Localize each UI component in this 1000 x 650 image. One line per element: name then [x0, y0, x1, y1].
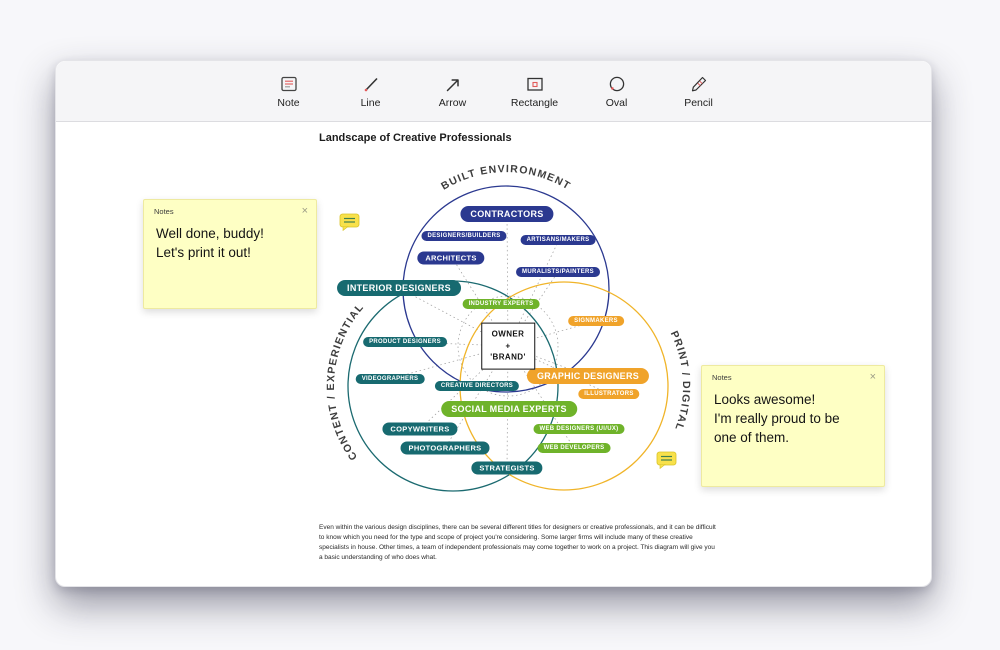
rectangle-tool-icon — [525, 74, 545, 94]
note-marker-icon[interactable] — [339, 213, 361, 236]
label-graphic-designers: GRAPHIC DESIGNERS — [526, 368, 650, 384]
app-window: Note Line Arrow — [55, 60, 932, 587]
pencil-tool-icon — [689, 74, 709, 94]
label-contractors: CONTRACTORS — [460, 206, 554, 222]
note-tool-icon — [279, 74, 299, 94]
tool-oval-button[interactable]: Oval — [589, 72, 645, 111]
tool-arrow-button[interactable]: Arrow — [425, 72, 481, 111]
label-web-developers: WEB DEVELOPERS — [537, 443, 611, 453]
sticky-note-header: Notes × — [144, 200, 316, 217]
tool-line-label: Line — [360, 96, 381, 109]
sticky-note-header: Notes × — [702, 366, 884, 383]
sticky-note-title: Notes — [712, 373, 732, 382]
tool-note-label: Note — [277, 96, 300, 109]
label-artisans-makers: ARTISANS/MAKERS — [520, 235, 596, 245]
center-line-2: + — [505, 341, 511, 351]
arc-label-built-environment: BUILT ENVIRONMENT — [439, 163, 571, 193]
label-interior-designers: INTERIOR DESIGNERS — [337, 280, 461, 296]
label-videographers: VIDEOGRAPHERS — [355, 374, 425, 384]
close-icon[interactable]: × — [301, 205, 308, 217]
note-marker-icon[interactable] — [656, 451, 678, 474]
sticky-note-title: Notes — [154, 207, 174, 216]
sticky-note-body: Well done, buddy! Let's print it out! — [156, 226, 264, 260]
label-copywriters: COPYWRITERS — [382, 422, 458, 436]
label-illustrators: ILLUSTRATORS — [578, 389, 640, 399]
tool-pencil-button[interactable]: Pencil — [671, 72, 727, 111]
label-product-designers: PRODUCT DESIGNERS — [363, 337, 447, 347]
svg-text:PRINT / DIGITAL: PRINT / DIGITAL — [668, 329, 692, 433]
arrow-tool-icon — [443, 74, 463, 94]
svg-text:BUILT ENVIRONMENT: BUILT ENVIRONMENT — [439, 163, 573, 193]
toolbar: Note Line Arrow — [56, 61, 931, 122]
sticky-note-left[interactable]: Notes × Well done, buddy! Let's print it… — [143, 199, 317, 309]
tool-oval-label: Oval — [605, 96, 628, 109]
label-muralists-painters: MURALISTS/PAINTERS — [516, 267, 600, 277]
tool-note-button[interactable]: Note — [261, 72, 317, 111]
label-creative-directors: CREATIVE DIRECTORS — [434, 381, 520, 391]
tool-arrow-label: Arrow — [438, 96, 467, 109]
sticky-note-body: Looks awesome! I'm really proud to be on… — [714, 392, 840, 445]
tool-pencil-label: Pencil — [684, 96, 713, 109]
arc-label-print-digital: PRINT / DIGITAL — [668, 329, 691, 433]
label-photographers: PHOTOGRAPHERS — [400, 441, 490, 455]
oval-tool-icon — [607, 74, 627, 94]
tool-rectangle-label: Rectangle — [510, 96, 559, 109]
label-architects: ARCHITECTS — [417, 251, 485, 265]
center-line-3: 'BRAND' — [490, 352, 526, 362]
line-tool-icon — [361, 74, 381, 94]
label-strategists: STRATEGISTS — [471, 461, 543, 475]
tool-line-button[interactable]: Line — [343, 72, 399, 111]
center-owner-brand-box: OWNER + 'BRAND' — [481, 322, 535, 370]
label-designers-builders: DESIGNERS/BUILDERS — [421, 231, 507, 241]
caption: Even within the various design disciplin… — [319, 524, 716, 562]
label-signmakers: SIGNMAKERS — [568, 316, 624, 326]
label-social-media-experts: SOCIAL MEDIA EXPERTS — [441, 401, 577, 417]
tool-rectangle-button[interactable]: Rectangle — [507, 72, 563, 111]
page-title: Landscape of Creative Professionals — [319, 132, 512, 144]
sticky-note-right[interactable]: Notes × Looks awesome! I'm really proud … — [701, 365, 885, 487]
center-line-1: OWNER — [491, 329, 525, 339]
label-industry-experts: INDUSTRY EXPERTS — [462, 299, 540, 309]
close-icon[interactable]: × — [869, 371, 876, 383]
label-web-designers: WEB DESIGNERS (UI/UX) — [533, 424, 625, 434]
